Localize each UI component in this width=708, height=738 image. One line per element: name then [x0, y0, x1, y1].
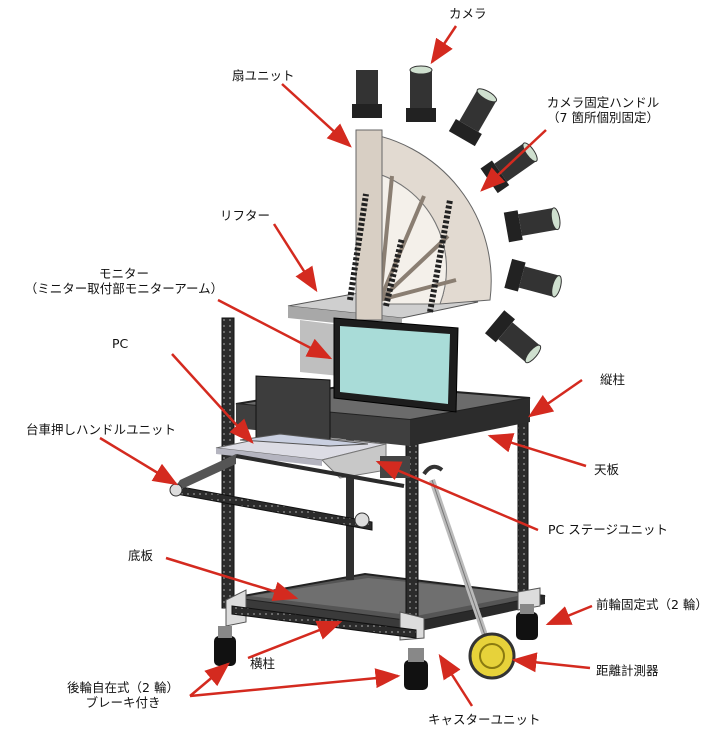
label-caster-unit: キャスターユニット: [428, 712, 541, 727]
label-monitor-title: モニター: [98, 266, 149, 281]
label-rear-wheel-note: ブレーキ付き: [85, 695, 161, 710]
lifter-springs: [347, 193, 453, 313]
label-pc-stage: PC ステージユニット: [548, 522, 668, 537]
monitor: [333, 317, 459, 413]
label-fan-unit: 扇ユニット: [232, 68, 295, 83]
label-camera: カメラ: [449, 6, 487, 21]
label-pillar: 縦柱: [600, 372, 626, 387]
label-lifter: リフター: [220, 208, 271, 223]
label-camera-handle: カメラ固定ハンドル （7 箇所個別固定）: [528, 95, 678, 125]
wheels: [214, 604, 538, 690]
label-cart-handle: 台車押しハンドルユニット: [26, 422, 177, 437]
bottom-plate: [231, 572, 546, 632]
label-distance-meter: 距離計測器: [596, 663, 659, 678]
leader-arrows: [99, 25, 593, 707]
label-crossbar: 横柱: [250, 656, 276, 671]
pc-laptop: [239, 375, 369, 447]
fan-unit: [355, 129, 492, 321]
label-camera-handle-note: （7 箇所個別固定）: [547, 110, 659, 125]
label-pc: PC: [112, 336, 129, 351]
distance-meter: [422, 464, 516, 680]
label-monitor: モニター （ミニター取付部モニターアーム）: [24, 266, 224, 296]
label-camera-handle-title: カメラ固定ハンドル: [546, 95, 660, 110]
label-monitor-note: （ミニター取付部モニターアーム）: [24, 281, 224, 296]
label-bottom-plate: 底板: [128, 548, 154, 563]
cart-handle-unit: [169, 454, 405, 531]
label-rear-wheel-title: 後輪自在式（2 輪）: [67, 680, 179, 695]
label-front-wheel: 前輪固定式（2 輪）: [596, 597, 708, 612]
label-top-plate: 天板: [594, 462, 620, 477]
label-rear-wheel: 後輪自在式（2 輪） ブレーキ付き: [48, 680, 198, 710]
